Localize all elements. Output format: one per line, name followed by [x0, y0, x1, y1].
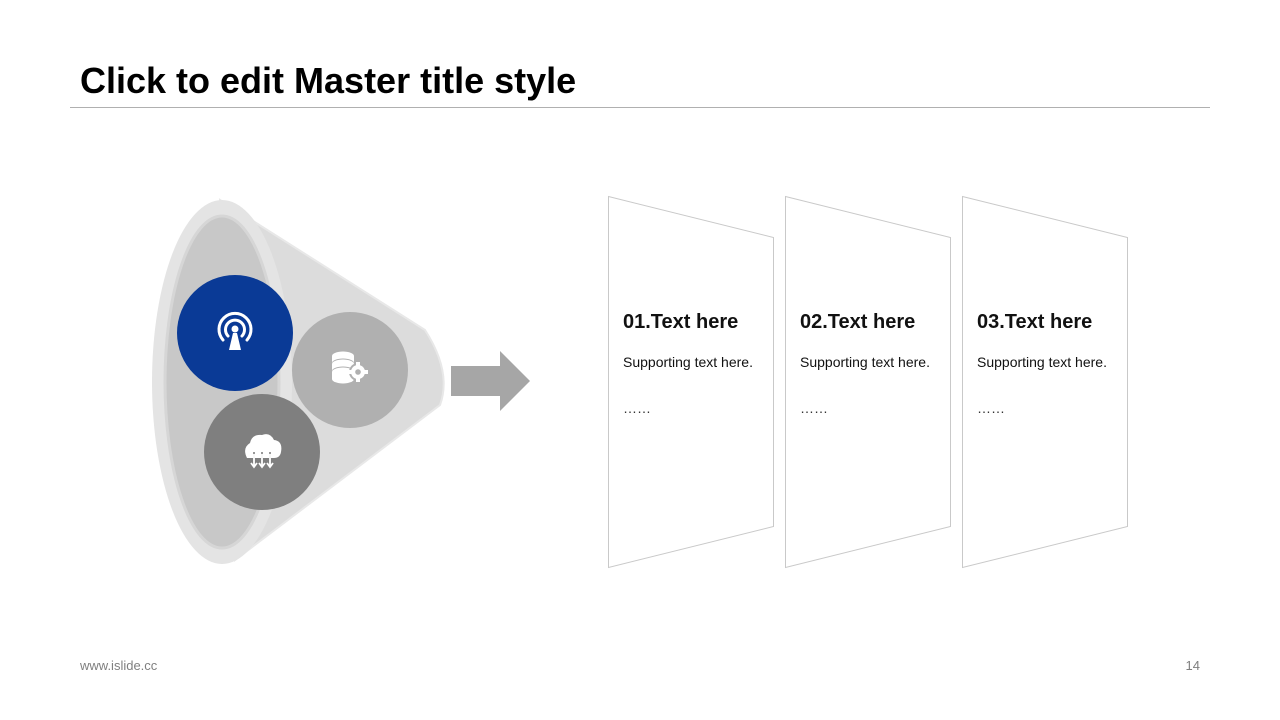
card-heading[interactable]: 01.Text here — [623, 311, 739, 333]
broadcast-tower-circle[interactable] — [177, 275, 293, 391]
slide-title[interactable]: Click to edit Master title style — [80, 60, 577, 101]
database-gear-circle[interactable] — [292, 312, 408, 428]
card-2[interactable]: 02.Text here Supporting text here. …… — [800, 311, 950, 416]
footer-url: www.islide.cc — [80, 658, 158, 673]
card-ellipsis[interactable]: …… — [977, 400, 1005, 416]
card-ellipsis[interactable]: …… — [623, 400, 651, 416]
title-divider — [70, 107, 1210, 108]
card-body[interactable]: Supporting text here. — [623, 354, 753, 370]
cloud-download-circle[interactable] — [204, 394, 320, 510]
card-ellipsis[interactable]: …… — [800, 400, 828, 416]
card-heading[interactable]: 03.Text here — [977, 311, 1093, 333]
card-1[interactable]: 01.Text here Supporting text here. …… — [623, 311, 773, 416]
card-body[interactable]: Supporting text here. — [977, 354, 1107, 370]
database-gear-icon — [332, 351, 368, 384]
broadcast-tower-icon — [217, 311, 253, 350]
card-panel-2 — [785, 195, 951, 569]
page-number: 14 — [1185, 658, 1200, 673]
card-panel-1 — [608, 195, 774, 569]
card-heading[interactable]: 02.Text here — [800, 311, 916, 333]
cloud-download-icon — [245, 434, 282, 469]
arrow-right-icon — [451, 351, 530, 411]
card-panel-3 — [962, 195, 1128, 569]
card-3[interactable]: 03.Text here Supporting text here. …… — [977, 311, 1127, 416]
card-body[interactable]: Supporting text here. — [800, 354, 930, 370]
